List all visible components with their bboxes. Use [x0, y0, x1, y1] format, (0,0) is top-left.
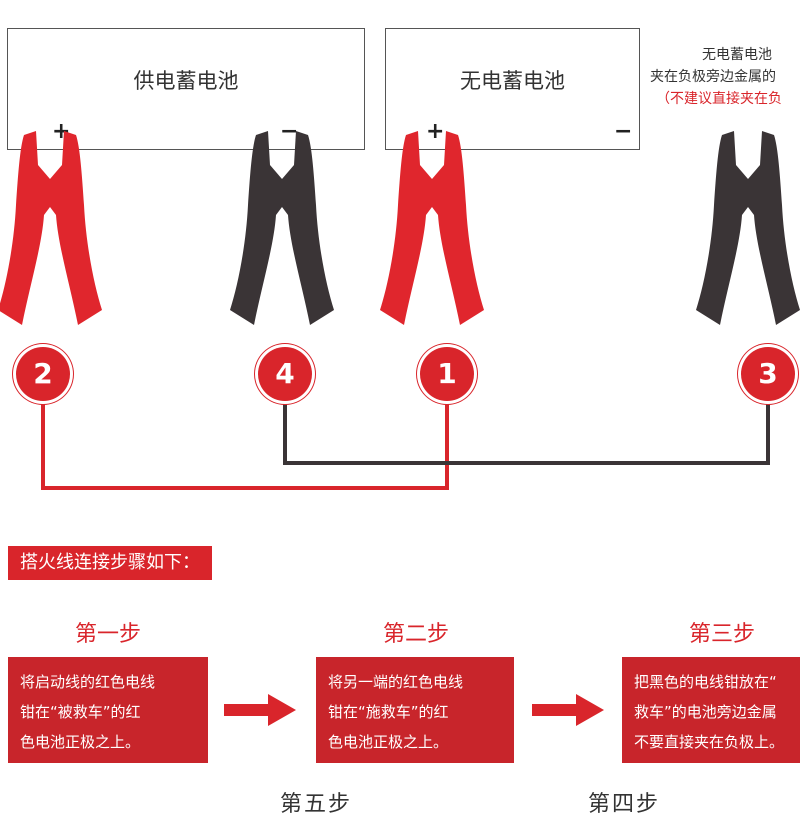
red-wire — [41, 398, 449, 490]
dead-battery-title: 无电蓄电池 — [460, 69, 565, 93]
donor-negative-terminal: − — [280, 119, 299, 144]
note-line: 夹在负极旁边金属的 — [650, 69, 776, 85]
step-3-box: 把黑色的电线钳放在“ 救车”的电池旁边金属 不要直接夹在负极上。 — [622, 657, 800, 763]
steps-heading: 搭火线连接步骤如下： — [8, 546, 212, 580]
step-2-line-3: 色电池正极之上。 — [328, 733, 449, 751]
step-number-circle-1: 1 — [420, 347, 474, 401]
step-3-line-3: 不要直接夹在负极上。 — [634, 733, 785, 751]
step-2-line-2: 钳在“施救车”的红 — [328, 703, 449, 721]
dead-negative-terminal: − — [614, 119, 633, 144]
jumper-wires — [41, 398, 770, 490]
donor-battery: 供电蓄电池 + − — [7, 28, 365, 150]
note-title: 无电蓄电池 — [702, 47, 772, 63]
step-number-circle-4: 4 — [258, 347, 312, 401]
step-number-circle-3: 3 — [741, 347, 795, 401]
step-2-title: 第二步 — [382, 622, 449, 647]
dead-battery: 无电蓄电池 + − — [385, 28, 640, 150]
black-clamp-ground — [696, 131, 800, 325]
step-number-circle-2: 2 — [16, 347, 70, 401]
step-5-title-partial: 第五步 — [280, 792, 353, 817]
step-3-title: 第三步 — [688, 622, 755, 647]
step-2-line-1: 将另一端的红色电线 — [328, 673, 464, 691]
black-clamp-donor — [230, 131, 334, 325]
step-3-line-1: 把黑色的电线钳放在“ — [634, 673, 777, 691]
red-clamp-donor — [0, 131, 102, 325]
dead-positive-terminal: + — [426, 119, 445, 144]
step-3-line-2: 救车”的电池旁边金属 — [634, 703, 777, 721]
black-wire — [283, 398, 770, 465]
red-clamp-dead — [380, 131, 484, 325]
step-4-title-partial: 第四步 — [588, 792, 661, 817]
arrow-right-icon — [532, 694, 604, 726]
step-2-box: 将另一端的红色电线 钳在“施救车”的红 色电池正极之上。 — [316, 657, 514, 763]
donor-battery-title: 供电蓄电池 — [133, 69, 239, 93]
note-warning: （不建议直接夹在负 — [656, 91, 782, 107]
clamps-layer — [0, 131, 800, 325]
step-1-box: 将启动线的红色电线 钳在“被救车”的红 色电池正极之上。 — [8, 657, 208, 763]
step-1-title: 第一步 — [74, 622, 141, 647]
arrow-right-icon — [224, 694, 296, 726]
ground-point-note: 无电蓄电池 夹在负极旁边金属的 （不建议直接夹在负 — [650, 44, 800, 110]
step-1-line-1: 将启动线的红色电线 — [20, 673, 156, 691]
step-1-line-2: 钳在“被救车”的红 — [20, 703, 141, 721]
step-1-line-3: 色电池正极之上。 — [20, 733, 141, 751]
